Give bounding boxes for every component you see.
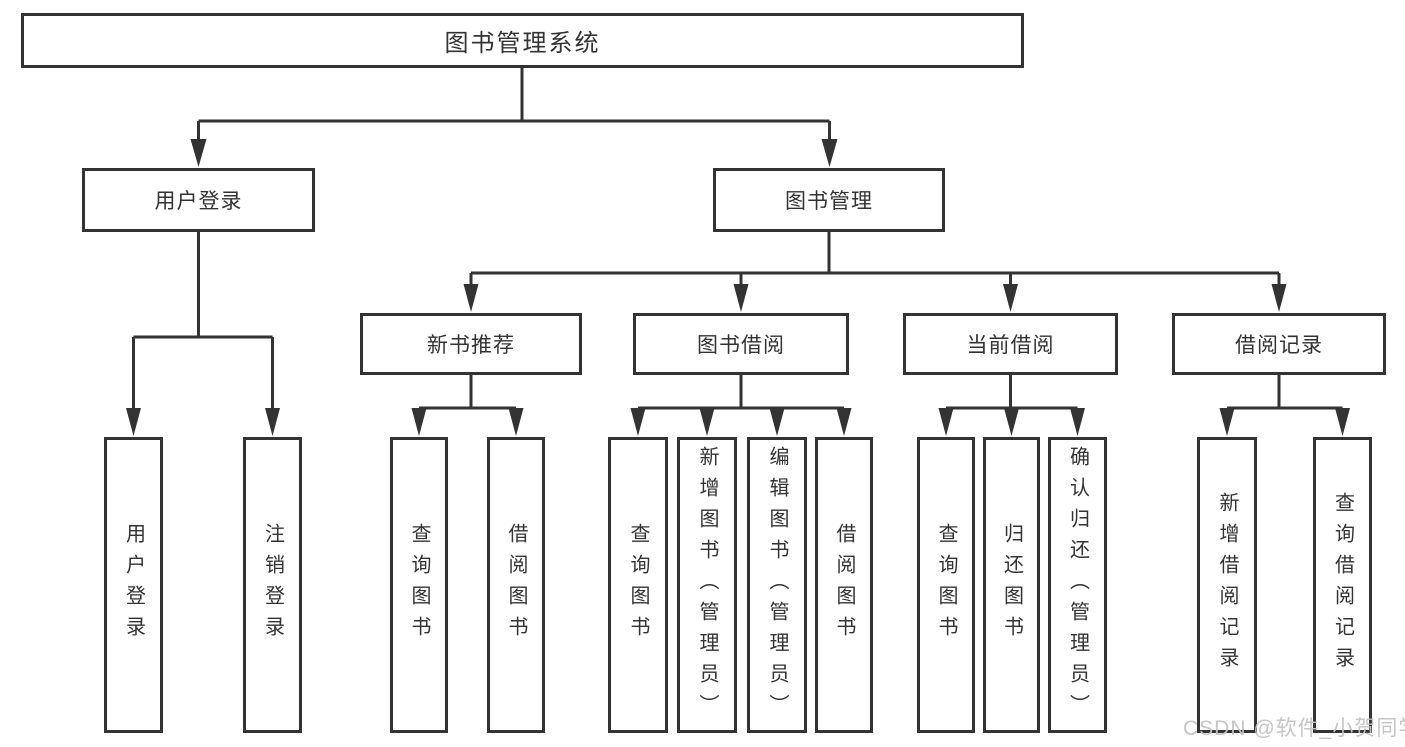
leaf-label: 归还图书 <box>1000 523 1023 647</box>
node-new-book-recommend: 新书推荐 <box>360 313 582 375</box>
arrowhead-icons <box>126 139 1350 436</box>
node-user-login: 用户登录 <box>82 168 315 232</box>
leaf-label: 借阅图书 <box>833 523 855 647</box>
leaf-label: 借阅图书 <box>505 523 527 647</box>
watermark: CSDN @软件_小贺同学 <box>1183 717 1405 740</box>
leaf-confirm-return-admin: 确认归还（管理员） <box>1048 437 1107 733</box>
leaf-query-books: 查询图书 <box>390 437 448 733</box>
leaf-return-book: 归还图书 <box>983 437 1040 733</box>
node-label: 用户登录 <box>154 190 243 213</box>
node-label: 图书借阅 <box>697 334 785 357</box>
leaf-borrow-books: 借阅图书 <box>487 437 545 733</box>
leaf-label: 查询借阅记录 <box>1331 492 1354 678</box>
leaf-label: 注销登录 <box>261 523 284 647</box>
leaf-label: 新增借阅记录 <box>1216 492 1238 678</box>
node-borrow-record: 借阅记录 <box>1172 313 1386 375</box>
leaf-label: 用户登录 <box>122 523 145 647</box>
leaf-user-login: 用户登录 <box>104 437 163 733</box>
leaf-borrow-book: 借阅图书 <box>815 437 873 733</box>
node-book-borrow: 图书借阅 <box>633 313 849 375</box>
node-label: 图书管理系统 <box>444 30 601 57</box>
node-book-management-system: 图书管理系统 <box>21 13 1024 68</box>
leaf-add-borrow-record: 新增借阅记录 <box>1197 437 1257 733</box>
node-current-borrow: 当前借阅 <box>903 313 1118 375</box>
leaf-label: 确认归还（管理员） <box>1066 445 1089 725</box>
node-label: 借阅记录 <box>1235 334 1323 357</box>
leaf-query-borrow-record: 查询借阅记录 <box>1313 437 1372 733</box>
leaf-query-current-borrow: 查询图书 <box>917 437 975 733</box>
leaf-label: 查询图书 <box>408 523 430 647</box>
leaf-edit-book-admin: 编辑图书（管理员） <box>747 437 807 733</box>
node-label: 当前借阅 <box>966 334 1055 357</box>
leaf-query-books-borrow: 查询图书 <box>608 437 668 733</box>
leaf-add-book-admin: 新增图书（管理员） <box>677 437 737 733</box>
leaf-label: 编辑图书（管理员） <box>766 445 788 725</box>
leaf-label: 查询图书 <box>935 523 957 647</box>
leaf-label: 新增图书（管理员） <box>696 445 718 725</box>
leaf-logout: 注销登录 <box>243 437 302 733</box>
node-book-management: 图书管理 <box>713 168 945 232</box>
leaf-label: 查询图书 <box>627 523 649 647</box>
node-label: 图书管理 <box>785 190 873 213</box>
node-label: 新书推荐 <box>427 334 515 357</box>
